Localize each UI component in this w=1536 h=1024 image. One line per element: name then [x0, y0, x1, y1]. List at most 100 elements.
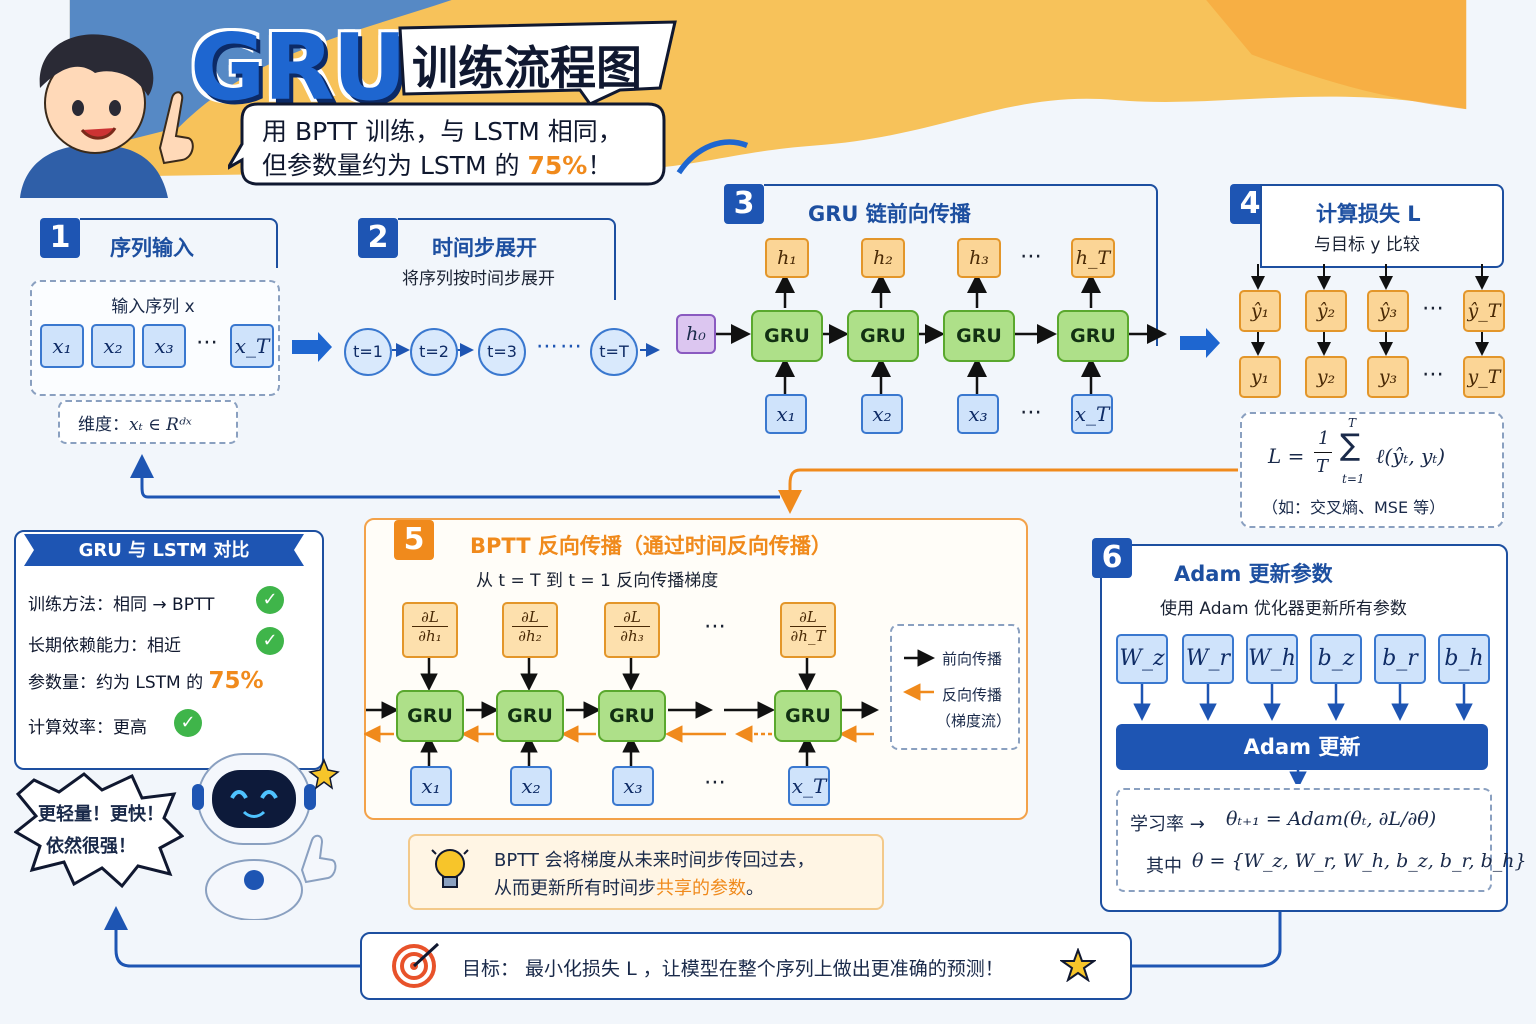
compare-row-1: 训练方法：相同 → BPTT: [28, 595, 215, 615]
star-icon: [1060, 948, 1096, 982]
grad-1-den: ∂h₁: [412, 626, 448, 645]
loss-frac-den: T: [1316, 456, 1329, 477]
param-bh: b_h: [1438, 634, 1490, 684]
step2-title: 时间步展开: [432, 236, 537, 260]
step5-dots-bottom: ⋯: [704, 770, 728, 795]
step4-dots-target: ⋯: [1422, 362, 1446, 387]
step3-gru-T: GRU: [1057, 310, 1129, 362]
compare-row-3-text: 参数量：约为 LSTM 的: [28, 673, 209, 693]
tip-line2-end: 。: [746, 878, 764, 899]
step3-h1: h₁: [765, 238, 809, 278]
legend-arrows: [903, 649, 935, 701]
loss-frac-line: [1314, 452, 1332, 453]
grad-3-num: ∂L: [623, 608, 641, 626]
check-icon: ✓: [174, 709, 202, 737]
step2-title-frame: [398, 218, 616, 300]
step1-number: 1: [40, 218, 80, 258]
tip-line2: 从而更新所有时间步共享的参数。: [494, 874, 764, 900]
tip-highlight: 共享的参数: [656, 878, 746, 899]
step4-pred-3: ŷ₃: [1367, 290, 1409, 332]
step5-x3: x₃: [612, 766, 654, 806]
grad-T-num: ∂L: [799, 608, 817, 626]
boy-mascot: [20, 34, 194, 198]
lr-label: 学习率 →: [1130, 814, 1205, 835]
step5-x2: x₂: [510, 766, 552, 806]
loss-note: （如：交叉熵、MSE 等）: [1262, 498, 1446, 517]
loss-frac-num: 1: [1318, 428, 1330, 449]
subtitle-line1: 用 BPTT 训练，与 LSTM 相同，: [262, 117, 623, 146]
subtitle-line2: 但参数量约为 LSTM 的 75%！: [262, 146, 612, 182]
arrow-1-to-2: [292, 332, 332, 362]
goal-text: 目标： 最小化损失 L ，让模型在整个序列上做出更准确的预测！: [462, 958, 1004, 980]
legend-backward-sub: （梯度流）: [936, 712, 1012, 730]
step6-formula-box: [1116, 788, 1492, 892]
loss-sum-sign: ∑: [1340, 428, 1361, 463]
step4-title-frame: [1260, 184, 1504, 268]
step1-input-x1: x₁: [40, 324, 84, 368]
step2-t2: t=2: [410, 328, 458, 376]
lr-formula: θₜ₊₁ = Adam(θₜ, ∂L/∂θ): [1226, 808, 1437, 830]
loss-sum-bot: t=1: [1342, 472, 1365, 486]
speech-burst: [14, 772, 184, 889]
step3-dots-top: ⋯: [1020, 244, 1044, 269]
step3-xT: x_T: [1071, 394, 1113, 434]
adam-update-bar: Adam 更新: [1116, 724, 1488, 770]
param-bz: b_z: [1310, 634, 1362, 684]
step5-x1: x₁: [410, 766, 452, 806]
step3-title-frame: [764, 184, 1158, 346]
step5-arrows: [364, 658, 879, 766]
step5-gru-1: GRU: [396, 690, 464, 742]
step3-title: GRU 链前向传播: [808, 202, 971, 226]
loss-formula-lhs: L =: [1268, 444, 1305, 468]
legend-forward: 前向传播: [942, 650, 1003, 668]
tip-line2-text: 从而更新所有时间步: [494, 878, 656, 899]
subtitle-highlight: 75%: [527, 151, 588, 180]
step1-title-frame: [80, 218, 278, 268]
step4-target-2: y₂: [1305, 356, 1347, 398]
target-icon: [392, 942, 440, 988]
param-Wr: W_r: [1182, 634, 1234, 684]
step5-dots-top: ⋯: [704, 614, 728, 639]
step1-input-xT: x_T: [230, 324, 274, 368]
step5-xT: x_T: [788, 766, 830, 806]
subtitle-bubble: 用 BPTT 训练，与 LSTM 相同， 但参数量约为 LSTM 的 75%！: [228, 98, 668, 190]
step4-pred-2: ŷ₂: [1305, 290, 1347, 332]
step2-number: 2: [358, 218, 398, 258]
step3-arrows: [716, 273, 1167, 394]
step4-formula-box: [1240, 412, 1504, 528]
goal-bar: [360, 932, 1132, 1000]
step1-dim-label: 维度：xₜ ∈ Rᵈˣ: [78, 410, 192, 435]
subtitle-line2-text: 但参数量约为 LSTM 的: [262, 151, 528, 180]
burst-line2: 依然很强！: [46, 836, 136, 857]
compare-row-2: 长期依赖能力：相近: [28, 636, 181, 656]
main-title-cn: 训练流程图: [412, 41, 642, 95]
main-title-banner: 训练流程图: [390, 18, 690, 104]
step2-t1: t=1: [344, 328, 392, 376]
step3-x3: x₃: [957, 394, 999, 434]
step4-pred-T: ŷ_T: [1463, 290, 1505, 332]
step4-target-1: y₁: [1239, 356, 1281, 398]
param-br: b_r: [1374, 634, 1426, 684]
legend-backward: 反向传播: [942, 686, 1003, 704]
step3-hT: h_T: [1071, 238, 1115, 278]
step1-input-x3: x₃: [142, 324, 186, 368]
step6-arrows: [1133, 684, 1473, 784]
step4-title: 计算损失 L: [1316, 202, 1421, 226]
check-icon: ✓: [256, 586, 284, 614]
theta-formula: θ = {W_z, W_r, W_h, b_z, b_r, b_h}: [1192, 850, 1527, 872]
compare-ribbon: [24, 534, 304, 566]
step5-subtitle: 从 t = T 到 t = 1 反向传播梯度: [476, 571, 719, 591]
step2-t3: t=3: [478, 328, 526, 376]
step2-tT: t=T: [590, 328, 638, 376]
step2-dots: ⋯⋯: [536, 334, 584, 359]
subtitle-line2-end: ！: [587, 151, 613, 180]
tip-box: [408, 834, 884, 910]
step1-title: 序列输入: [110, 236, 194, 260]
step3-x2: x₂: [861, 394, 903, 434]
step2-subtitle: 将序列按时间步展开: [402, 269, 555, 289]
grad-box-3: ∂L∂h₃: [604, 602, 660, 658]
subtitle-bubble-shape: [228, 102, 666, 186]
compare-row-3-highlight: 75%: [208, 668, 264, 694]
param-Wz: W_z: [1116, 634, 1168, 684]
grad-3-den: ∂h₃: [614, 626, 650, 645]
